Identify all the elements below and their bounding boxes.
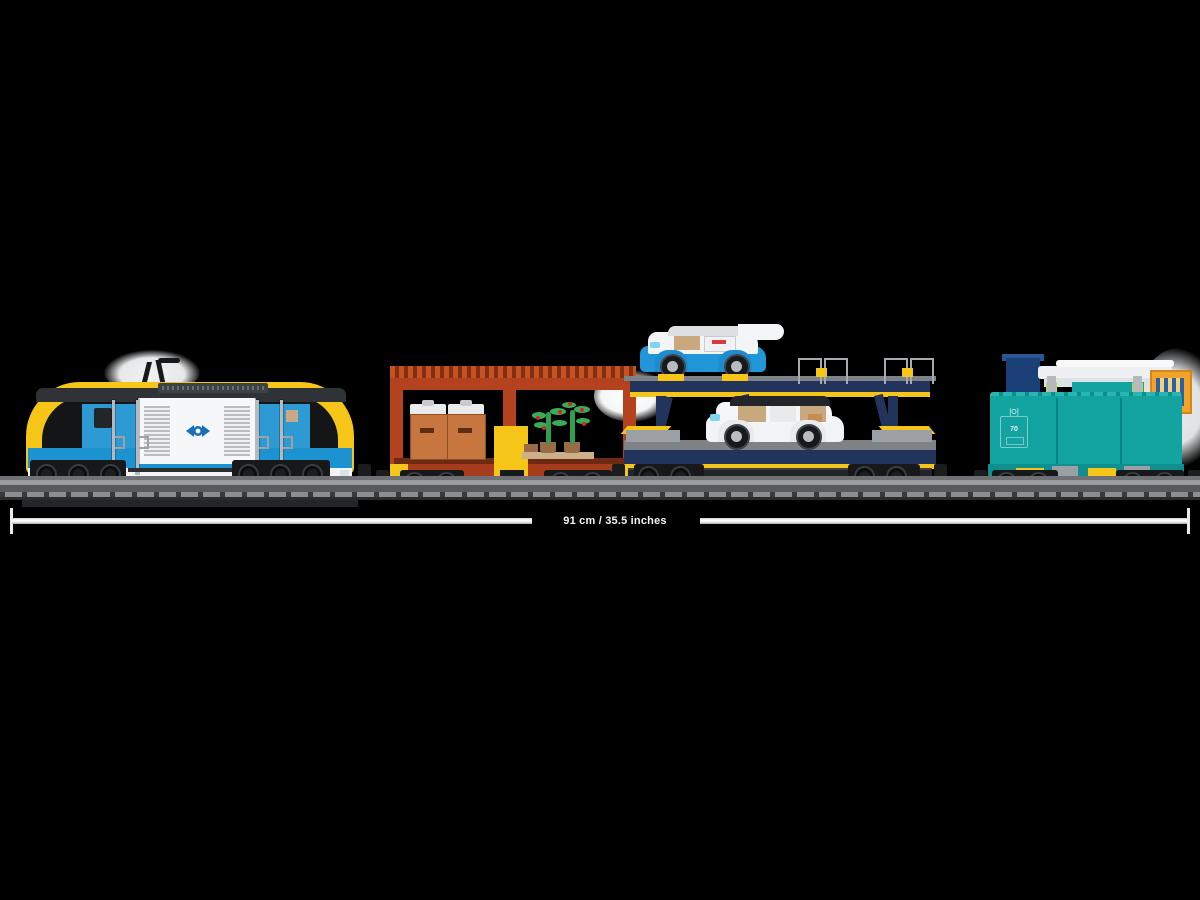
grey-cylinder-left <box>1047 376 1056 398</box>
dimension-end-cap-right <box>1187 508 1190 534</box>
teal-tank <box>1072 382 1144 394</box>
lower-deck <box>624 450 936 464</box>
upper-deck-plate <box>624 376 936 381</box>
deck-pillar <box>656 396 666 450</box>
hopper-body <box>990 396 1182 468</box>
lower-deck-edge <box>624 464 936 469</box>
cab-door-seam-4 <box>280 400 283 474</box>
train-car-hopper-wagon: [O] 70 <box>960 348 1200 500</box>
chassis-bar <box>128 468 232 472</box>
door-handle-4 <box>283 436 293 449</box>
cargo-car-blue <box>638 324 784 382</box>
cab-side-window <box>94 408 112 428</box>
door-handle-1 <box>115 436 125 449</box>
blue-panel-top <box>1002 354 1044 361</box>
dimension-end-cap-left <box>10 508 13 534</box>
train-car-transporter <box>612 322 947 494</box>
rail-web <box>0 485 1200 492</box>
hopper-print-decal: [O] 70 <box>1000 409 1028 448</box>
print-number: 70 <box>1010 426 1018 433</box>
wheel-chock <box>816 368 827 377</box>
rail-top-edge <box>0 476 1200 480</box>
rail-head <box>0 480 1200 485</box>
train-car-freight-wagon <box>376 366 670 500</box>
locomotive-roof <box>36 388 346 402</box>
track-shadow <box>0 497 1200 500</box>
hopper-yellow-trim-mid <box>1088 468 1116 476</box>
upper-deck <box>630 380 930 392</box>
locomotive-center-panel <box>138 398 256 464</box>
deck-pillar <box>888 396 898 450</box>
upper-deck-edge <box>630 392 930 397</box>
coupler-front <box>612 464 625 478</box>
deck-rail-cage <box>910 358 934 384</box>
deck-rail-cage <box>824 358 848 384</box>
hopper-panel-seam <box>1056 398 1058 466</box>
dimension-line-right <box>700 518 1187 524</box>
wagon-yellow-center-block <box>494 426 528 476</box>
wagon-roof-ribs <box>390 366 636 380</box>
cargo-car-white <box>704 392 846 450</box>
hopper-top-studs <box>990 392 1182 399</box>
print-top-mark: [O] <box>1009 409 1019 416</box>
cab-door-seam-3 <box>256 400 259 474</box>
dimension-measurement: 91 cm / 35.5 inches <box>10 508 1190 534</box>
vent-grill-right <box>224 406 250 456</box>
wheel-chock <box>902 368 913 377</box>
grey-cylinder-right <box>1133 376 1142 398</box>
dimension-line-left <box>12 518 532 524</box>
white-beam-top <box>1056 360 1174 367</box>
locomotive-blue-panel-right <box>256 404 310 448</box>
cab-side-window-right <box>286 410 298 422</box>
ramp-plate-left <box>626 430 680 442</box>
dimension-label: 91 cm / 35.5 inches <box>563 515 667 527</box>
headlight-right <box>340 470 349 477</box>
door-handle-2 <box>139 436 149 449</box>
hopper-panel-seam <box>1120 398 1122 466</box>
roof-vent <box>158 383 268 393</box>
coupler-rear <box>934 464 947 478</box>
white-beam-upper <box>1038 366 1172 379</box>
rail-sleepers <box>0 492 1200 497</box>
railway-track <box>0 476 1200 500</box>
train-car-locomotive <box>8 350 372 507</box>
door-handle-3 <box>259 436 269 449</box>
lower-deck-plate <box>624 440 936 451</box>
cab-door-seam-1 <box>112 400 115 474</box>
cab-door-seam-2 <box>136 400 139 474</box>
railway-double-arrow-logo-icon <box>174 418 222 444</box>
wagon-corner-post-left <box>390 378 403 464</box>
coupler-rear <box>358 464 371 478</box>
hopper-grey-box-1 <box>1052 466 1078 477</box>
ramp-plate-right <box>872 430 932 442</box>
